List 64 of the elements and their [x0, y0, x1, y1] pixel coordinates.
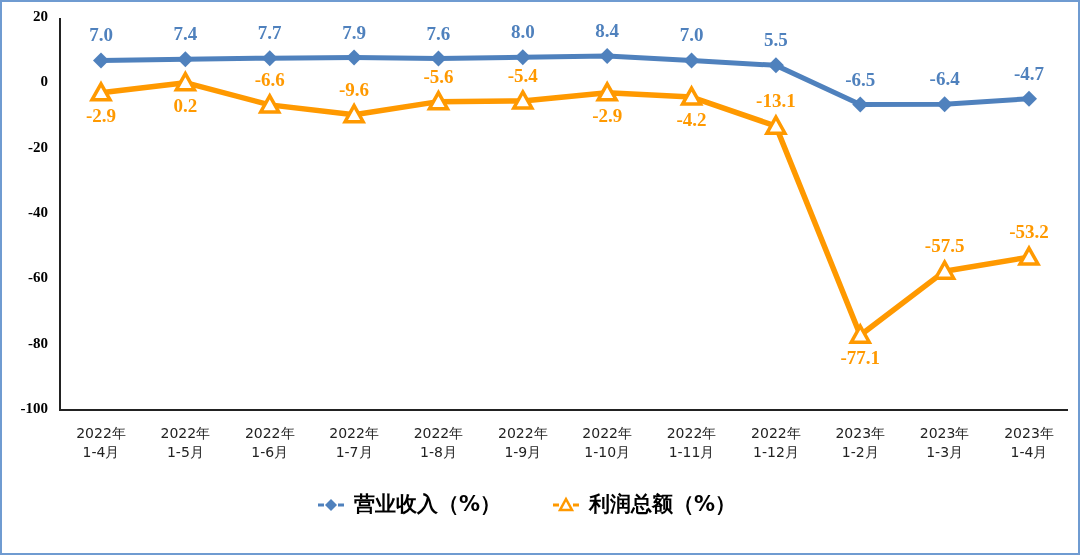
data-label: -77.1	[839, 347, 882, 370]
point	[1018, 246, 1040, 266]
data-label: 7.9	[341, 21, 367, 44]
tick-label: -80	[27, 334, 48, 352]
point	[596, 82, 618, 102]
point	[427, 90, 450, 111]
point	[343, 103, 365, 124]
point	[512, 90, 534, 110]
category-label: 2022年 1-7月	[328, 424, 380, 462]
data-label: 7.4	[172, 23, 199, 46]
point	[933, 260, 956, 280]
data-label: 7.7	[256, 22, 283, 45]
data-label: -53.2	[1008, 221, 1050, 244]
tick-label: -60	[27, 269, 48, 287]
data-label: -5.6	[422, 65, 455, 88]
data-label: -4.2	[675, 109, 708, 132]
point	[177, 51, 194, 68]
tick-label: 0	[39, 73, 48, 91]
data-label: -4.7	[1012, 62, 1046, 85]
point	[258, 94, 281, 114]
point	[765, 115, 787, 135]
data-label: 8.0	[509, 21, 536, 44]
category-label: 2023年 1-3月	[918, 424, 971, 462]
category-label: 2022年 1-4月	[75, 424, 127, 462]
category-label: 2023年 1-4月	[1003, 424, 1055, 462]
data-label: -57.5	[923, 235, 966, 258]
point	[680, 86, 703, 106]
data-label: -9.6	[338, 78, 371, 101]
tick-label: 20	[32, 8, 48, 25]
category-label: 2022年 1-11月	[665, 424, 718, 462]
category-label: 2023年 1-2月	[834, 424, 887, 462]
data-label: 7.0	[88, 24, 114, 47]
data-label: -5.4	[506, 64, 539, 87]
point	[683, 52, 700, 69]
point	[849, 324, 872, 344]
legend-label: 利润总额（%）	[589, 491, 737, 518]
category-label: 2022年 1-6月	[243, 424, 296, 462]
data-label: 7.6	[425, 22, 452, 45]
point	[1021, 90, 1037, 107]
category-label: 2022年 1-5月	[159, 424, 212, 462]
point	[174, 71, 197, 92]
data-label: -2.9	[84, 104, 118, 127]
data-label: -2.9	[591, 104, 624, 127]
data-label: 8.4	[594, 19, 621, 42]
category-label: 2022年 1-8月	[412, 424, 465, 462]
data-label: 7.0	[678, 24, 705, 47]
category-label: 2022年 1-10月	[581, 424, 633, 462]
data-label: -13.1	[755, 90, 797, 113]
data-label: -6.6	[253, 68, 286, 91]
data-label: 5.5	[763, 29, 789, 52]
legend-label: 营业收入（%）	[354, 491, 502, 518]
tick-label: -100	[19, 400, 48, 417]
point	[93, 52, 109, 69]
category-label: 2022年 1-12月	[750, 424, 802, 462]
category-label: 2022年 1-9月	[497, 424, 549, 462]
tick-label: -40	[27, 204, 48, 221]
data-label: -6.4	[928, 68, 961, 91]
data-label: -6.5	[844, 68, 877, 91]
point	[261, 50, 278, 67]
tick-label: -20	[27, 138, 48, 156]
point	[90, 82, 112, 102]
point	[430, 50, 447, 67]
data-label: 0.2	[172, 94, 199, 117]
point	[936, 96, 953, 113]
